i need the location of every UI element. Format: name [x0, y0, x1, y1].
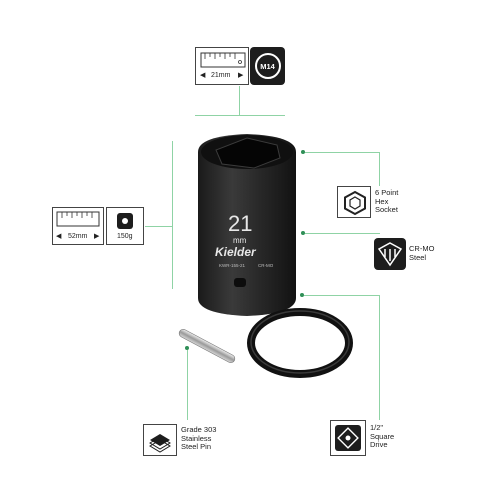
- left-guide-horizontal: [145, 226, 173, 227]
- width-arrow-right-icon: ▶: [238, 72, 244, 79]
- material-icon-box: [374, 238, 406, 270]
- pin-label-line-3: Steel Pin: [181, 442, 212, 451]
- weight-card: 150g: [106, 207, 144, 245]
- pin-label: Grade 303 Stainless Steel Pin: [181, 425, 217, 452]
- steel-icon: [377, 242, 403, 267]
- o-ring-image: [247, 308, 353, 378]
- square-drive-icon: [335, 425, 361, 451]
- height-card: ◀ 52mm ▶: [52, 207, 104, 245]
- height-value: 52mm: [68, 233, 88, 240]
- drive-guide-horizontal: [304, 295, 380, 296]
- pin-dot: [185, 346, 189, 350]
- drive-dot: [300, 293, 304, 297]
- pin-icon-card: [143, 424, 177, 456]
- size-badge: M14: [250, 47, 285, 85]
- drive-label-line-1: 1/2": [370, 423, 384, 432]
- pin-icon: [149, 434, 171, 453]
- hex-dot: [301, 150, 305, 154]
- width-arrow-icon: ◀: [200, 72, 206, 79]
- drive-guide-vertical: [379, 295, 380, 420]
- material-label-line-1: CR-MO: [409, 244, 435, 253]
- pin-guide-vertical: [187, 350, 188, 420]
- left-guide-vertical: [172, 141, 173, 289]
- hex-guide-horizontal: [305, 152, 380, 153]
- hex-label-line-2: Hex: [375, 196, 389, 206]
- weight-icon: [117, 213, 133, 229]
- material-label: CR-MO Steel: [409, 244, 435, 262]
- top-guide-vertical: [239, 86, 240, 116]
- drive-label: 1/2" Square Drive: [370, 423, 395, 450]
- socket-part-code: KWR-155-21: [219, 263, 246, 268]
- drive-icon-card: [330, 420, 366, 456]
- pin-label-line-1: Grade 303: [181, 425, 217, 434]
- material-label-line-2: Steel: [409, 252, 427, 262]
- ruler-icon: [200, 52, 246, 68]
- socket-brand: Kielder: [215, 245, 256, 259]
- width-card: ◀ 21mm ▶: [195, 47, 249, 85]
- hex-guide-vertical: [379, 152, 380, 186]
- socket-size-number: 21: [228, 211, 253, 236]
- drive-label-line-2: Square: [370, 431, 395, 441]
- badge-ring-icon: M14: [254, 53, 281, 79]
- drive-label-line-3: Drive: [370, 440, 388, 449]
- material-dot: [301, 231, 305, 235]
- material-guide-horizontal: [305, 233, 380, 234]
- weight-value: 150g: [117, 233, 133, 240]
- height-arrow-icon: ◀: [56, 233, 62, 240]
- ruler-left-icon: [56, 211, 100, 227]
- socket-material-mark: CR-MO: [258, 263, 274, 268]
- hex-label: 6 Point Hex Socket: [375, 188, 399, 215]
- socket-image: [198, 134, 296, 316]
- socket-size-unit: mm: [233, 236, 247, 245]
- top-guide-horizontal: [195, 115, 285, 116]
- hex-icon: [344, 190, 366, 216]
- retaining-pin-image: [178, 329, 236, 363]
- hex-label-line-1: 6 Point: [375, 188, 399, 197]
- hex-label-line-3: Socket: [375, 205, 398, 214]
- hex-icon-card: [337, 186, 371, 218]
- height-arrow-right-icon: ▶: [94, 233, 100, 240]
- pin-label-line-2: Stainless: [181, 433, 212, 443]
- size-badge-label: M14: [260, 61, 275, 71]
- width-value: 21mm: [211, 72, 231, 79]
